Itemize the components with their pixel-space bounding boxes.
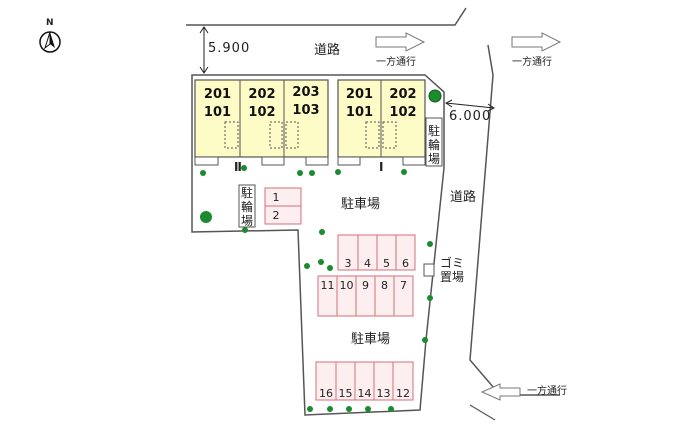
building-2-name: Ⅱ [234, 160, 242, 174]
parking-space-number: 8 [381, 279, 388, 292]
parking-space-number: 1 [272, 191, 280, 204]
building-1-name: Ⅰ [379, 160, 384, 174]
one-way-arrow-left [480, 383, 521, 401]
parking-space-number: 11 [320, 279, 335, 292]
parking-space-number: 9 [362, 279, 369, 292]
bike-parking-left [238, 184, 256, 228]
parking-space-number: 7 [400, 279, 407, 292]
parking-space-number: 5 [383, 257, 390, 270]
one-way-arrow-right [511, 32, 562, 52]
bike-parking-left-label: 駐輪場 [240, 186, 253, 228]
parking-label-upper: 駐車場 [341, 197, 381, 212]
parking-space-number: 15 [338, 387, 353, 400]
road-top-label: 道路 [314, 43, 341, 58]
parking-space-number: 12 [396, 387, 410, 400]
dimension-line-road-right [445, 102, 495, 109]
bike-parking-right [425, 117, 443, 167]
building-2 [194, 79, 329, 158]
one-way-label-bottom: 一方通行 [527, 386, 567, 397]
parking-space-number: 10 [339, 279, 354, 292]
parking-space-number: 3 [344, 257, 352, 270]
parking-space-number: 14 [357, 387, 372, 400]
road-top-edge [186, 7, 467, 26]
compass-north-label: N [46, 18, 54, 28]
one-way-label-top-right: 一方通行 [512, 57, 552, 68]
parking-space-number: 6 [402, 257, 409, 270]
one-way-label-top-center: 一方通行 [376, 57, 416, 68]
bike-parking-right-label: 駐輪場 [427, 124, 440, 166]
garbage-label: ゴミ置場 [440, 256, 465, 285]
road-right-width: 6.000 [449, 109, 492, 124]
road-right-edge [469, 44, 560, 396]
road-top-width: 5.900 [208, 41, 251, 56]
parking-space-number: 16 [319, 387, 333, 400]
parking-label-lower: 駐車場 [351, 332, 391, 347]
parking-space-number: 4 [364, 257, 371, 270]
road-bottom-edge [469, 404, 496, 421]
one-way-arrow-right [375, 32, 426, 52]
tree-icons [200, 89, 442, 412]
parking-space-number: 13 [376, 387, 391, 400]
garbage-box [423, 263, 435, 277]
parking-space-number: 2 [272, 209, 280, 222]
parking-spaces [264, 187, 416, 401]
road-right-label: 道路 [450, 190, 477, 205]
